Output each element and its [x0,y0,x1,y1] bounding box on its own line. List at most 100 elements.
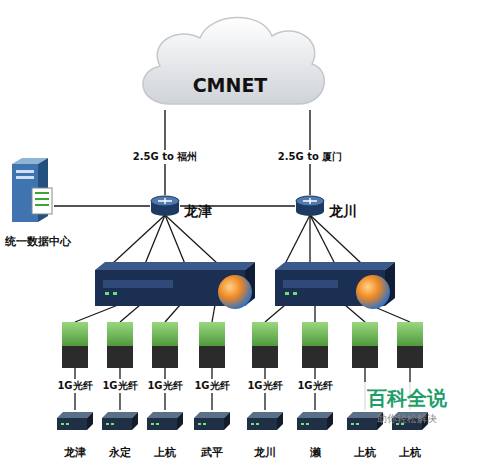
fiber-line [285,215,310,264]
device-shape [247,412,283,430]
device-label: 上杭 [341,445,389,460]
device-shape [57,412,93,430]
device-icon [102,412,138,430]
router-base [296,206,324,216]
device-top [194,412,230,418]
router-icon [150,195,180,217]
device-node: 武平 [188,408,236,460]
fiber-line [309,215,310,264]
router-top [296,196,324,206]
media-converter [397,322,423,368]
router-node: 龙津 [150,195,180,217]
converter-top [352,322,378,346]
device-label: 上杭 [141,445,189,460]
router-shape [295,195,325,217]
device-front [347,418,377,430]
device-side [224,412,230,430]
device-side [87,412,93,430]
link-label: 2.5G to 厦门 [276,150,345,164]
device-node: 永定 [96,408,144,460]
converter-base [252,346,278,368]
device-label: 龙川 [241,445,289,460]
converter-top [397,322,423,346]
router-node: 龙川 [295,195,325,217]
converter-base [107,346,133,368]
document-line [35,192,49,194]
device-top [147,412,183,418]
device-side [177,412,183,430]
device-light [301,423,304,425]
converter-base [352,346,378,368]
media-converter [352,322,378,368]
router-arrows [158,198,172,204]
device-light [198,423,201,425]
fiber-line [265,305,285,322]
converter-base [62,346,88,368]
device-front [102,418,132,430]
fiber-line [165,305,180,322]
device-side [277,412,283,430]
router-label: 龙川 [329,203,357,221]
fiber-line [120,305,140,322]
converter-top [62,322,88,346]
fiber-line [310,215,362,264]
device-icon [57,412,93,430]
media-converter [302,322,328,368]
media-converter [252,322,278,368]
fiber-line [345,305,365,322]
media-converter [152,322,178,368]
device-light [203,423,206,425]
device-front [194,418,224,430]
converter-base [397,346,423,368]
device-label: 永定 [96,445,144,460]
media-converter [62,322,88,368]
document-sheet [32,188,52,214]
device-icon [247,412,283,430]
router-arrows [303,198,317,204]
device-top [57,412,93,418]
link-speed-label: 1G光纤 [57,379,92,393]
converter-top [302,322,328,346]
converter-base [152,346,178,368]
converter-base [302,346,328,368]
fiber-line [145,215,165,264]
status-light [105,292,109,295]
device-node: 濑 [291,408,339,460]
media-converter [107,322,133,368]
cloud-label: CMNET [130,74,330,96]
device-node: 龙川 [241,408,289,460]
device-light [156,423,159,425]
fiber-line [212,305,215,322]
fiber-line [112,215,165,264]
device-label: 濑 [291,445,339,460]
device-light [256,423,259,425]
router-icon [295,195,325,217]
device-icon [147,412,183,430]
converter-top [252,322,278,346]
device-shape [194,412,230,430]
device-top [102,412,138,418]
device-front [57,418,87,430]
device-light [251,423,254,425]
device-light [306,423,309,425]
device-side [327,412,333,430]
fiber-line [75,305,118,322]
converter-top [152,322,178,346]
device-light [106,423,109,425]
switch-top [275,262,395,270]
server-slot [16,170,34,173]
link-speed-label: 1G光纤 [247,379,282,393]
converter-base [199,346,225,368]
router-shape [150,195,180,217]
link-speed-label: 1G光纤 [297,379,332,393]
server-slot [16,176,34,179]
watermark-text: 百科全说 [365,385,449,412]
device-icon [297,412,333,430]
device-light [356,423,359,425]
device-light [351,423,354,425]
link-line [54,205,150,206]
device-top [247,412,283,418]
server-label: 统一数据中心 [0,234,76,249]
document-line [35,198,49,200]
